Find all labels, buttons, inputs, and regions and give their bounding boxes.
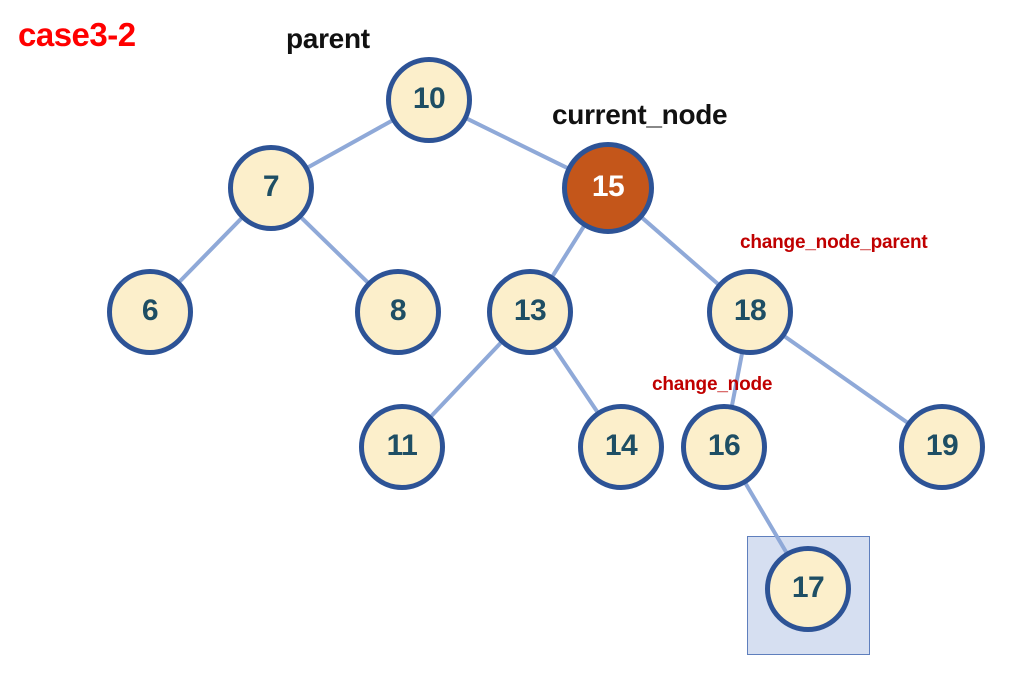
annotation-title: case3-2 [18, 16, 136, 53]
tree-node-label: 8 [389, 294, 407, 327]
tree-node-label: 7 [262, 170, 280, 203]
tree-edge-n15-n18 [639, 214, 722, 288]
tree-node-label: 16 [707, 429, 741, 462]
tree-node-label: 11 [386, 429, 418, 462]
tree-edge-n7-n6 [176, 215, 245, 285]
tree-node-label: 18 [733, 294, 767, 327]
tree-node-label: 6 [141, 294, 159, 327]
tree-node-17[interactable]: 17 [765, 546, 851, 632]
tree-node-label: 17 [791, 571, 825, 604]
tree-node-19[interactable]: 19 [899, 404, 985, 490]
annotation-current_node: current_node [552, 99, 728, 130]
tree-node-label: 13 [513, 294, 547, 327]
tree-edge-n13-n11 [428, 339, 504, 420]
tree-node-7[interactable]: 7 [228, 145, 314, 231]
tree-node-15[interactable]: 15 [562, 142, 654, 234]
tree-node-8[interactable]: 8 [355, 269, 441, 355]
tree-edge-n13-n14 [550, 343, 601, 416]
tree-node-10[interactable]: 10 [386, 57, 472, 143]
tree-edge-n7-n8 [298, 214, 371, 286]
annotation-change_node_parent: change_node_parent [740, 232, 928, 253]
tree-edge-n18-n19 [781, 333, 911, 426]
tree-node-label: 10 [412, 82, 446, 115]
tree-node-14[interactable]: 14 [578, 404, 664, 490]
annotation-parent: parent [286, 23, 370, 54]
tree-node-6[interactable]: 6 [107, 269, 193, 355]
tree-node-13[interactable]: 13 [487, 269, 573, 355]
tree-node-11[interactable]: 11 [359, 404, 445, 490]
tree-node-label: 15 [591, 170, 625, 203]
tree-node-18[interactable]: 18 [707, 269, 793, 355]
annotation-change_node: change_node [652, 374, 773, 395]
tree-edge-n15-n13 [549, 223, 587, 280]
tree-node-16[interactable]: 16 [681, 404, 767, 490]
tree-node-label: 14 [604, 429, 638, 462]
tree-edge-n10-n7 [304, 117, 396, 171]
tree-node-label: 19 [925, 429, 959, 462]
